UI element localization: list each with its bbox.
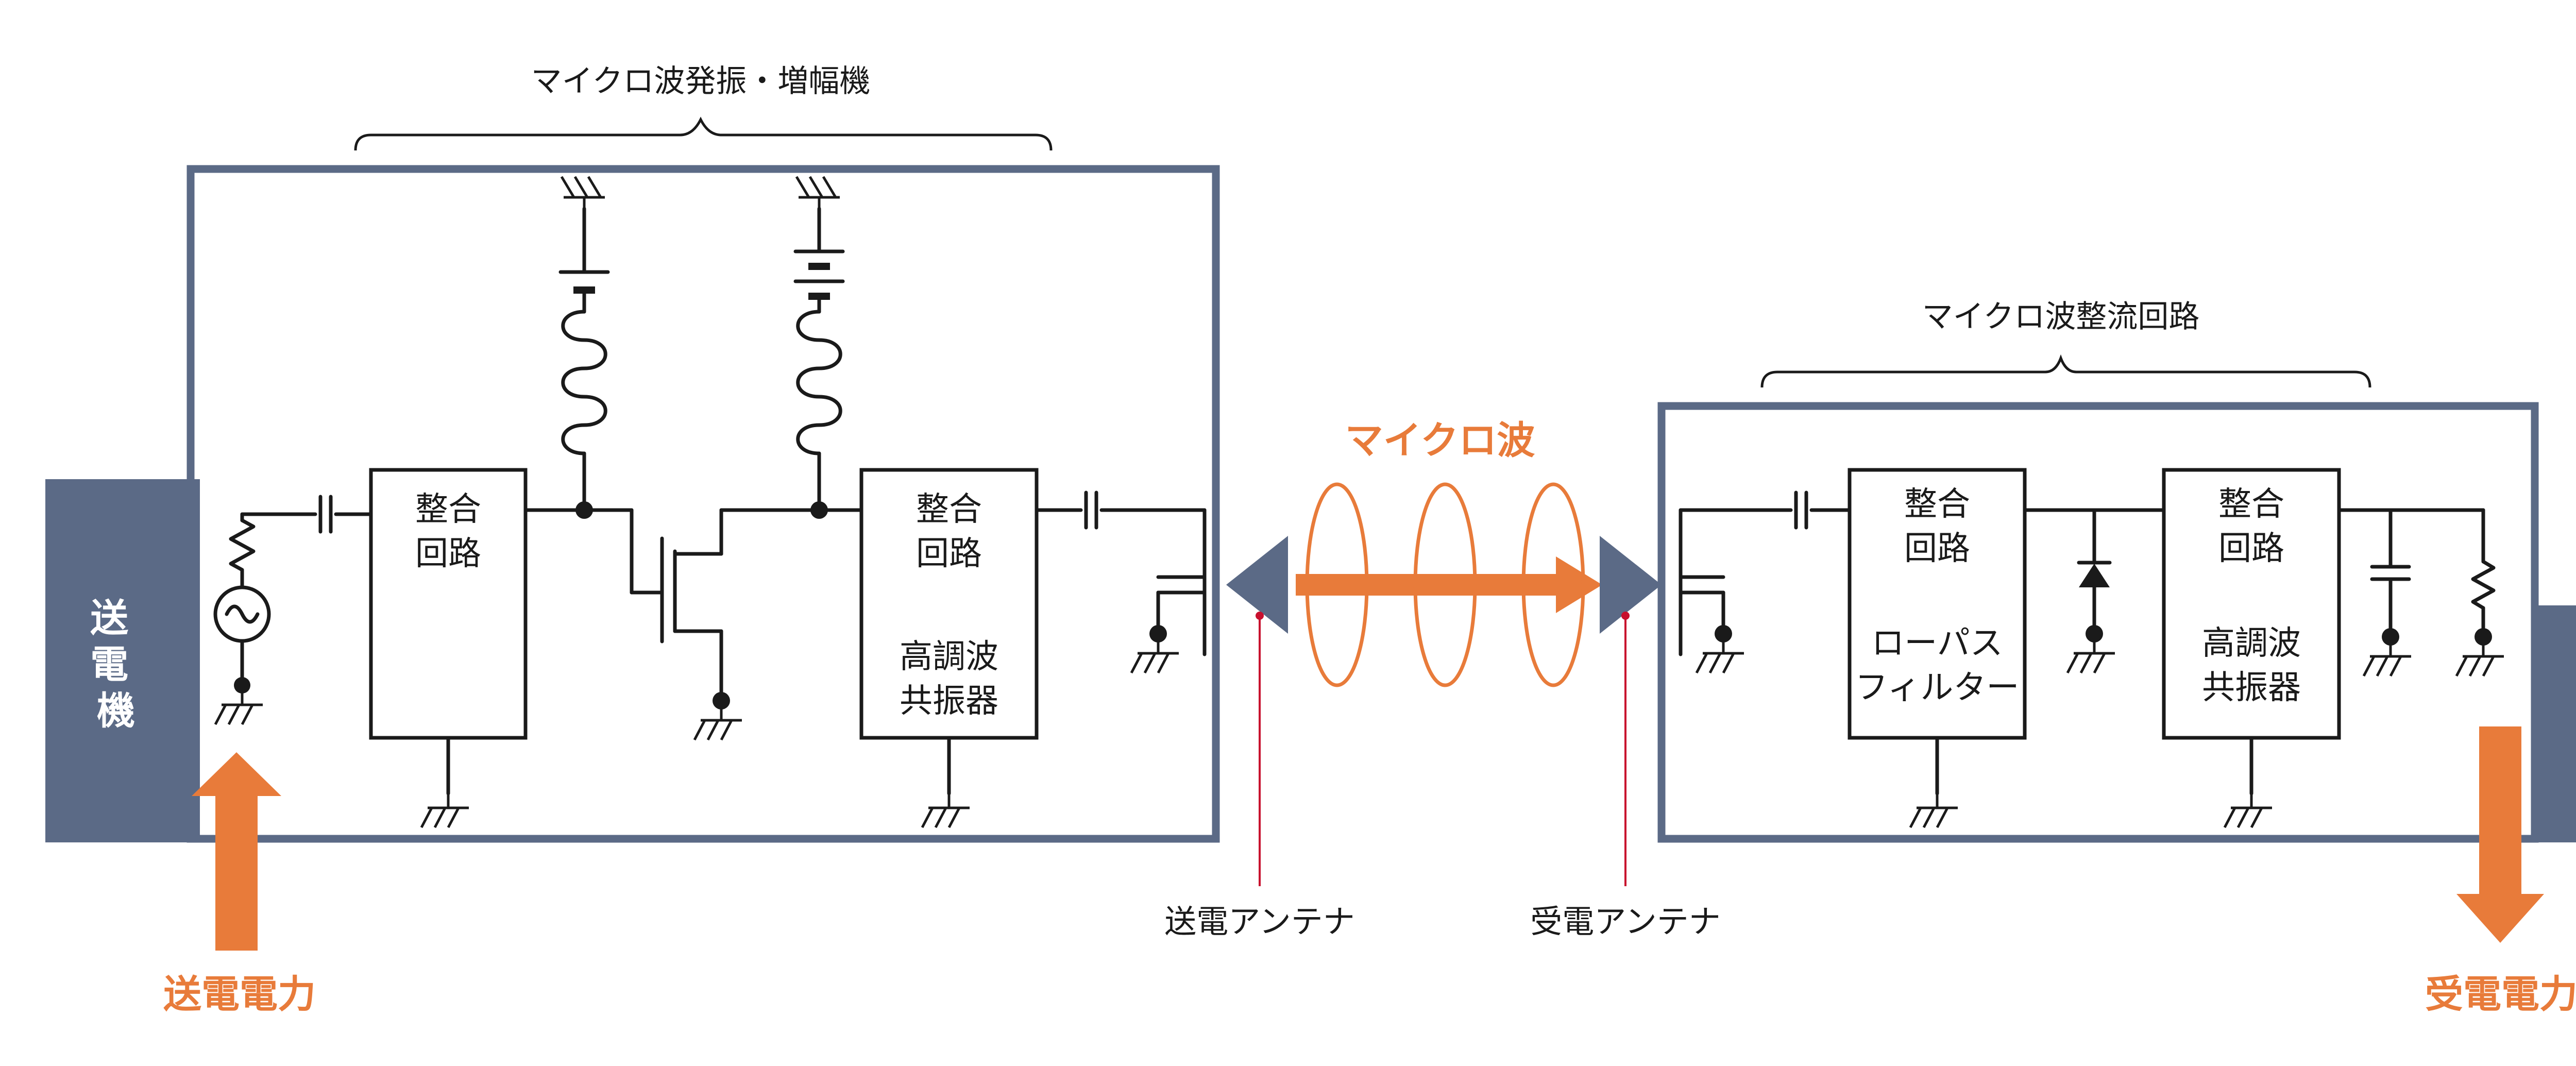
inductor-icon [796, 298, 842, 512]
transmitter-unit: 送 電 機 [45, 165, 1220, 843]
svg-text:共振器: 共振器 [2202, 669, 2301, 707]
tx-antenna-icon [1226, 536, 1288, 634]
svg-text:整合: 整合 [916, 490, 982, 529]
tx-power-arrow [192, 752, 281, 951]
receiver-side-panel [2535, 605, 2576, 842]
fet-icon [660, 508, 821, 740]
svg-text:回路: 回路 [415, 535, 481, 573]
svg-text:整合: 整合 [2218, 485, 2284, 523]
tx-antenna-label: 送電アンテナ [1164, 903, 1355, 940]
rectifier-title: マイクロ波整流回路 [1922, 299, 2200, 335]
svg-text:整合: 整合 [415, 490, 481, 529]
oscillator-brace [354, 116, 1053, 151]
arrow-icon [1556, 556, 1602, 613]
tx-power-label: 送電電力 [163, 972, 316, 1017]
battery-icon [793, 207, 845, 300]
capacitor-icon [2364, 508, 2411, 676]
svg-text:高調波: 高調波 [2202, 624, 2301, 663]
rx-power-arrow [2456, 726, 2544, 943]
ac-source-icon [213, 512, 317, 724]
capacitor-icon [320, 497, 373, 532]
svg-text:回路: 回路 [1904, 530, 1970, 568]
oscillator-amplifier-title: マイクロ波発振・増幅機 [531, 63, 871, 99]
svg-text:整合: 整合 [1904, 485, 1970, 523]
inductor-icon [561, 291, 607, 512]
diode-icon [2067, 508, 2115, 673]
receiver-unit: 受 電 機 [1657, 402, 2576, 843]
svg-text:共振器: 共振器 [900, 682, 998, 720]
svg-text:回路: 回路 [2218, 530, 2284, 568]
tx-harmonic-block: 整合 回路 高調波 共振器 [859, 468, 1039, 827]
rectifier-brace [1760, 354, 2371, 388]
receiver-frame [1657, 402, 2539, 843]
transmitter-frame [187, 165, 1220, 843]
battery-icon [558, 207, 610, 294]
svg-text:高調波: 高調波 [900, 638, 998, 676]
resistor-icon [2456, 508, 2504, 676]
tx-matching-block: 整合 回路 [369, 468, 528, 827]
rx-lowpass-block: 整合 回路 ローパス フィルター [1848, 468, 2027, 827]
svg-text:フィルター: フィルター [1855, 669, 2020, 707]
rx-harmonic-block: 整合 回路 高調波 共振器 [2162, 468, 2341, 827]
microwave-wave [1296, 482, 1602, 687]
rx-antenna-icon [1600, 536, 1662, 634]
svg-text:回路: 回路 [916, 535, 982, 573]
capacitor-icon [1796, 493, 1806, 528]
microwave-label: マイクロ波 [1345, 418, 1535, 463]
rx-power-label: 受電電力 [2425, 972, 2576, 1017]
capacitor-icon [1086, 493, 1096, 528]
transmitter-label: 送 電 機 [90, 596, 142, 733]
transmitter-side-panel [45, 479, 200, 842]
rx-antenna-label: 受電アンテナ [1530, 903, 1721, 940]
svg-text:ローパス: ローパス [1871, 624, 2003, 663]
